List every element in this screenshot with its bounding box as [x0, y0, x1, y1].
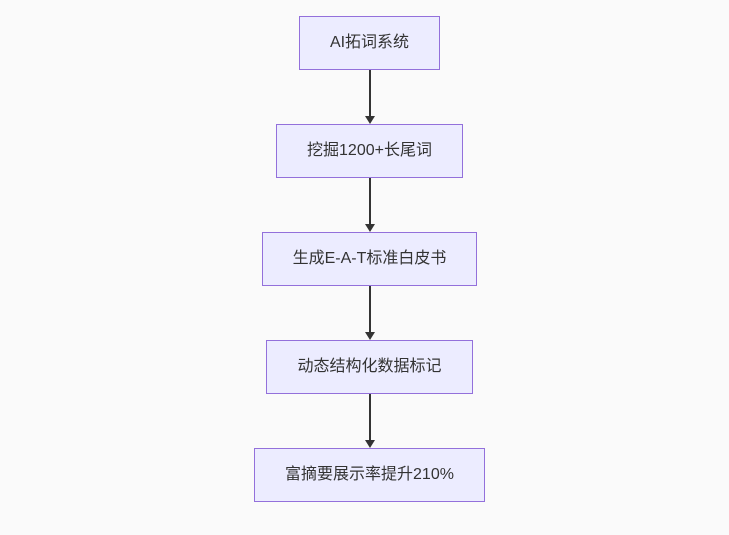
flow-node-5: 富摘要展示率提升210% — [254, 448, 485, 502]
arrow-shaft — [368, 286, 371, 332]
flow-node-2: 挖掘1200+长尾词 — [276, 124, 463, 178]
arrow-shaft — [368, 394, 371, 440]
flow-node-4: 动态结构化数据标记 — [266, 340, 473, 394]
flow-node-4-label: 动态结构化数据标记 — [297, 358, 442, 375]
flow-node-5-label: 富摘要展示率提升210% — [285, 466, 454, 483]
arrowhead-down-icon — [364, 440, 375, 448]
flow-node-1-label: AI拓词系统 — [329, 34, 410, 51]
flow-arrow-3 — [364, 286, 375, 340]
arrow-shaft — [368, 178, 371, 224]
arrowhead-down-icon — [364, 332, 375, 340]
flow-node-1: AI拓词系统 — [298, 16, 441, 70]
flow-node-2-label: 挖掘1200+长尾词 — [307, 142, 432, 159]
arrowhead-down-icon — [364, 116, 375, 124]
flow-node-3-label: 生成E-A-T标准白皮书 — [292, 250, 447, 267]
flowchart-column: AI拓词系统 挖掘1200+长尾词 生成E-A-T标准白皮书 动态结构化数据标记 — [5, 0, 729, 502]
flow-arrow-1 — [364, 70, 375, 124]
flow-node-3: 生成E-A-T标准白皮书 — [261, 232, 478, 286]
flow-arrow-4 — [364, 394, 375, 448]
arrow-shaft — [368, 70, 371, 116]
arrowhead-down-icon — [364, 224, 375, 232]
flow-arrow-2 — [364, 178, 375, 232]
